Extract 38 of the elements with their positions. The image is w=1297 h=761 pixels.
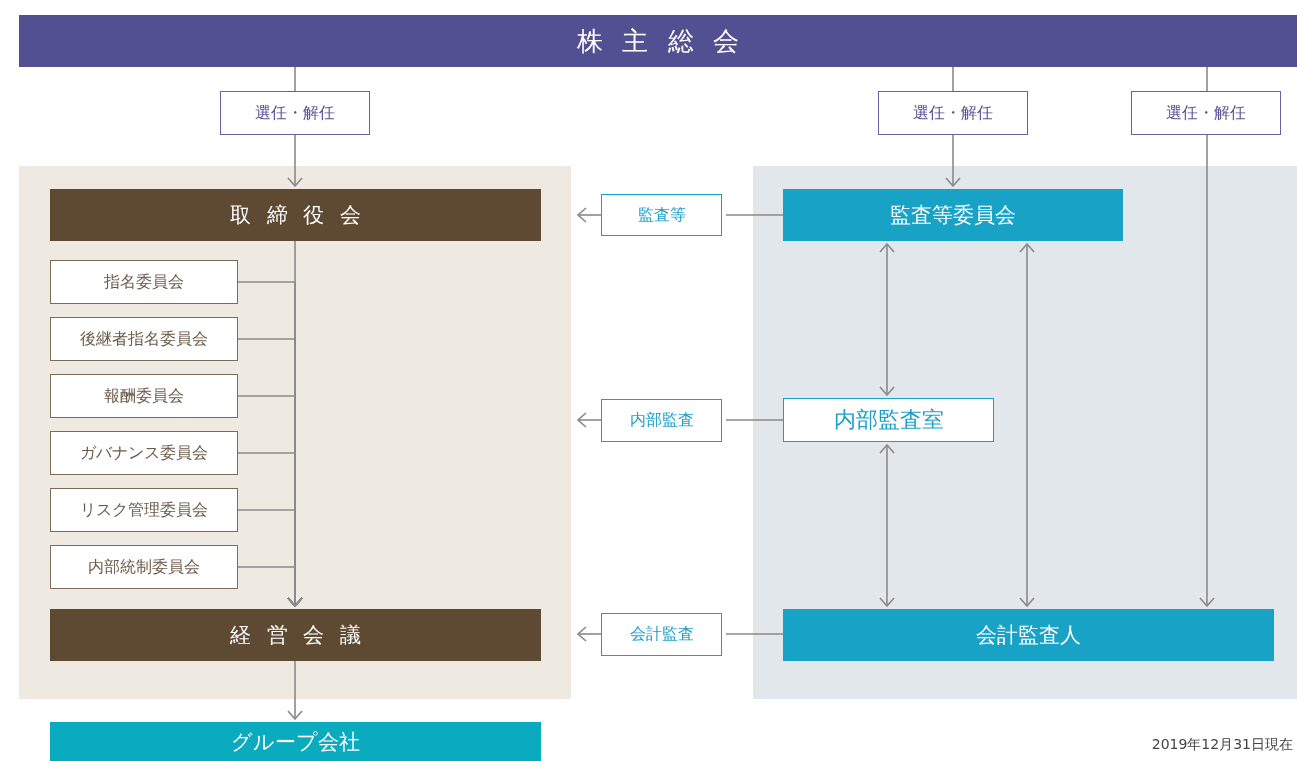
committee-box: 報酬委員会 <box>50 374 238 418</box>
connector-line <box>294 66 296 92</box>
audit-box: 会計監査人 <box>783 609 1274 661</box>
label-box: 選任・解任 <box>220 91 370 135</box>
arrow <box>577 626 602 642</box>
committee-box: 指名委員会 <box>50 260 238 304</box>
company-box: グループ会社 <box>50 722 541 761</box>
label-box: 内部監査 <box>601 399 722 442</box>
label-box: 選任・解任 <box>878 91 1028 135</box>
board-box: 経営会議 <box>50 609 541 661</box>
audit-box: 内部監査室 <box>783 398 994 442</box>
audit-box: 監査等委員会 <box>783 189 1123 241</box>
arrow <box>287 134 303 187</box>
arrow <box>577 412 602 428</box>
board-box: 取締役会 <box>50 189 541 241</box>
connector-line <box>725 214 784 216</box>
label-box: 選任・解任 <box>1131 91 1281 135</box>
connector-line <box>1206 66 1208 92</box>
committee-box: 内部統制委員会 <box>50 545 238 589</box>
connector-line <box>725 633 784 635</box>
arrow <box>1019 243 1035 607</box>
committee-box: ガバナンス委員会 <box>50 431 238 475</box>
committee-box: 後継者指名委員会 <box>50 317 238 361</box>
arrow <box>879 243 895 396</box>
label-box: 会計監査 <box>601 613 722 656</box>
arrow <box>287 660 303 720</box>
arrow <box>1199 134 1215 607</box>
date-note: 2019年12月31日現在 <box>1151 736 1293 754</box>
panel-background <box>19 166 571 699</box>
committee-box: リスク管理委員会 <box>50 488 238 532</box>
header-band: 株主総会 <box>19 15 1297 67</box>
label-box: 監査等 <box>601 194 722 236</box>
arrow <box>945 134 961 187</box>
arrow <box>577 207 602 223</box>
panel-background <box>753 166 1297 699</box>
arrow <box>879 444 895 607</box>
connector-line <box>952 66 954 92</box>
connector-line <box>725 419 784 421</box>
